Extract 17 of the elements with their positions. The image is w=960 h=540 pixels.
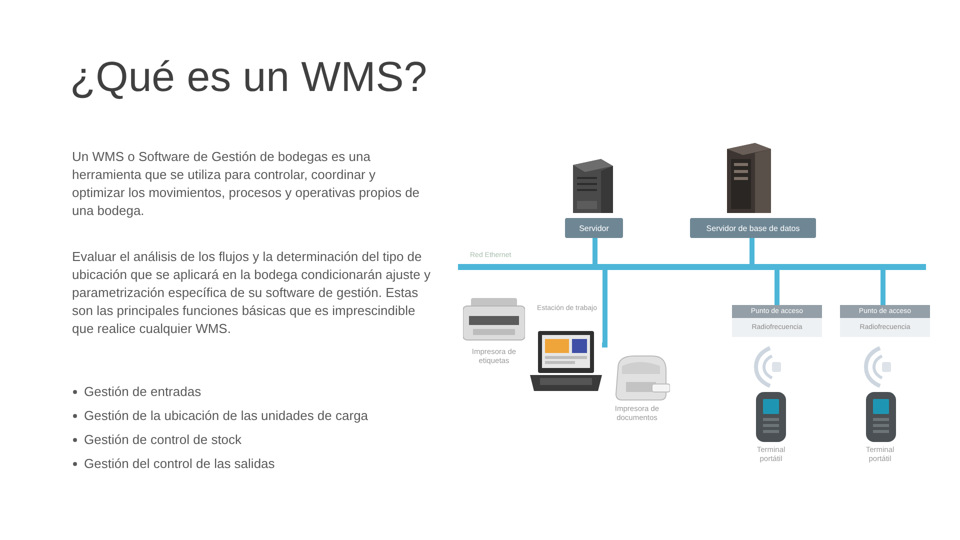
- connector-line: [880, 270, 886, 305]
- access-point-panel: [732, 305, 822, 337]
- connector-line: [592, 238, 598, 264]
- connector-line: [774, 270, 780, 305]
- connector-line: [602, 270, 608, 348]
- access-point-panel: [840, 305, 930, 337]
- device-label: Servidor de base de datos: [690, 218, 816, 238]
- slide-title: ¿Qué es un WMS?: [70, 52, 428, 102]
- body-paragraph: Un WMS o Software de Gestión de bodegas es una herramienta que se utiliza para controlar, coordinar y optimizar los movimientos, procesos y operativas propios de una bodega.: [72, 148, 421, 220]
- body-paragraph: Evaluar el análisis de los flujos y la determinación del tipo de ubicación que se aplicará en la bodega condicionarán ajuste y parametrización específica de su software de gestión. Estas son las principales funciones básicas que es imprescindible que realice cualquier WMS.: [72, 248, 432, 338]
- bullet-text: Gestión de entradas: [84, 383, 202, 401]
- connector-line: [750, 238, 754, 264]
- bullet-text: Gestión de la ubicación de las unidades de carga: [84, 407, 368, 425]
- bullet-text: Gestión de control de stock: [84, 431, 242, 449]
- laptop-icon: [530, 331, 602, 391]
- bullet-text: Gestión del control de las salidas: [84, 455, 275, 473]
- device-label: Servidor: [565, 218, 623, 238]
